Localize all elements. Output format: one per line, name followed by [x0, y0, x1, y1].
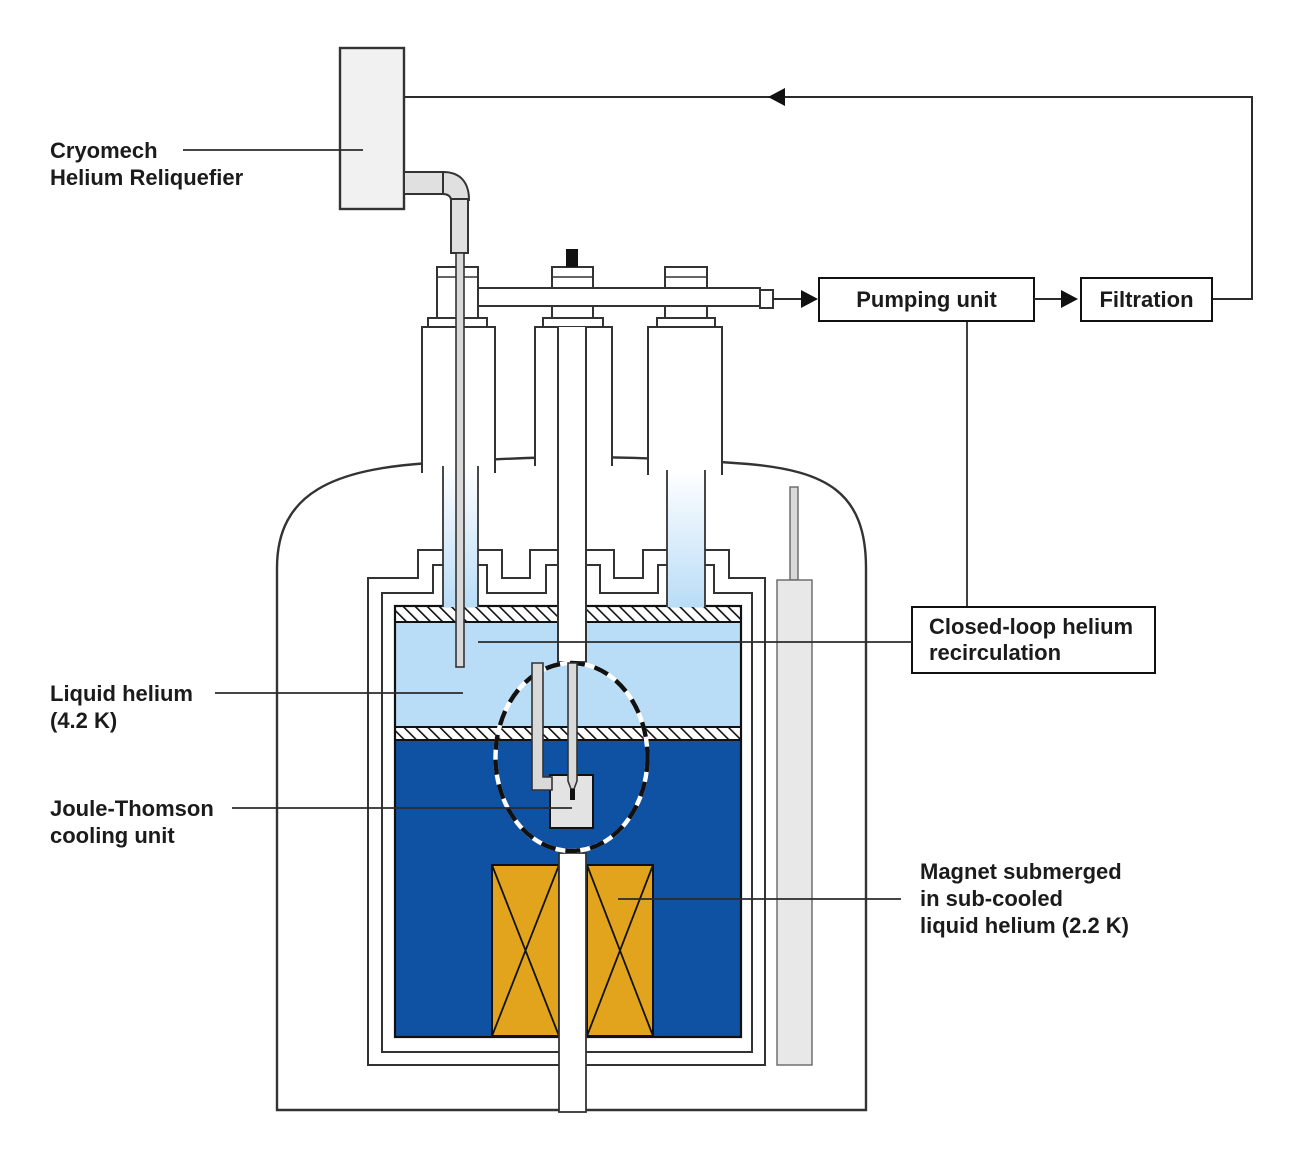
transfer-line — [455, 252, 465, 668]
coil-cross-line — [491, 864, 560, 1037]
jt-nozzle — [570, 789, 575, 800]
pumping-unit-label: Pumping unit — [856, 286, 997, 312]
pumping-unit-box — [818, 277, 1035, 322]
reliquefier-outlet — [403, 171, 444, 195]
helium-fill-column-right — [667, 470, 705, 607]
center-valve-knob — [566, 249, 578, 267]
closed-loop-label: Closed-loop helium recirculation — [912, 607, 1155, 673]
filtration-label: Filtration — [1099, 286, 1194, 312]
support-column — [776, 579, 813, 1066]
manifold-end-flange — [759, 289, 774, 309]
coil-cross-line — [586, 864, 654, 1037]
label-line: Liquid helium — [50, 681, 193, 706]
magnet-label: Magnet submerged in sub-cooled liquid he… — [920, 858, 1129, 939]
flow-arrow-to-filtration-icon — [1061, 290, 1078, 308]
pump-manifold-pipe — [477, 287, 761, 307]
return-arrow-icon — [768, 88, 785, 106]
label-line: Cryomech — [50, 138, 158, 163]
return-line — [382, 96, 1253, 300]
flow-arrow-to-pump-icon — [801, 290, 818, 308]
label-line: Joule-Thomson — [50, 796, 214, 821]
label-line: (4.2 K) — [50, 708, 118, 733]
label-line: Magnet submerged — [920, 859, 1122, 884]
jt-expansion-tube — [567, 662, 578, 790]
label-line: in sub-cooled — [920, 886, 1063, 911]
helium-level-probe — [789, 486, 799, 581]
turret-flange-center — [542, 317, 604, 328]
radiation-shield-inner — [381, 564, 753, 1053]
transfer-line-sleeve — [450, 198, 469, 254]
central-access-tube-lower — [558, 852, 587, 1113]
turret-right — [647, 326, 723, 475]
turret-neck-center — [551, 305, 594, 319]
transfer-line-elbow — [442, 170, 471, 201]
helium-reliquefier-unit — [338, 46, 406, 211]
label-line: Helium Reliquefier — [50, 165, 244, 190]
cryomech-label: Cryomech Helium Reliquefier — [50, 137, 243, 191]
filtration-box — [1080, 277, 1213, 322]
central-access-tube-upper — [557, 327, 587, 663]
liquid-helium-label: Liquid helium (4.2 K) — [50, 680, 193, 734]
label-line: Closed-loop helium — [929, 614, 1134, 639]
label-line: cooling unit — [50, 823, 175, 848]
radiation-shield-outer — [367, 549, 766, 1066]
turret-flange-right — [656, 317, 716, 328]
jt-inlet-tube — [531, 662, 553, 791]
closed-loop-box — [911, 606, 1156, 674]
joule-thomson-label: Joule-Thomson cooling unit — [50, 795, 214, 849]
label-line: liquid helium (2.2 K) — [920, 913, 1130, 938]
label-line: recirculation — [929, 640, 1062, 665]
